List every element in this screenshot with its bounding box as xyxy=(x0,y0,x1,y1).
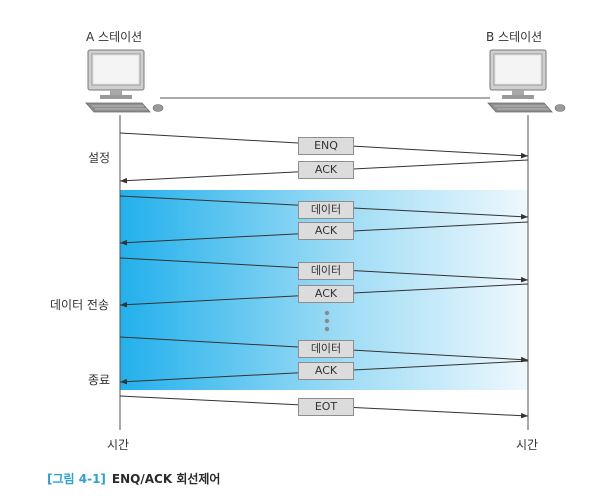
time-label-b: 시간 xyxy=(516,438,539,452)
desktop-computer-icon xyxy=(85,49,164,113)
station-a-label: A 스테이션 xyxy=(86,30,143,44)
station-b-label: B 스테이션 xyxy=(486,30,543,44)
phase-transfer-label: 데이터 전송 xyxy=(50,298,110,312)
message-box-data: 데이터 xyxy=(298,262,354,280)
ellipsis-dot xyxy=(324,318,330,324)
message-box-ack: ACK xyxy=(298,222,354,240)
time-label-a: 시간 xyxy=(107,438,130,452)
message-box-data: 데이터 xyxy=(298,340,354,358)
phase-setup-label: 설정 xyxy=(88,151,111,165)
caption-title: ENQ/ACK 회선제어 xyxy=(111,472,221,486)
caption-figure-number: [그림 4-1] xyxy=(47,472,106,486)
figure-caption: [그림 4-1] ENQ/ACK 회선제어 xyxy=(47,470,220,487)
desktop-computer-icon xyxy=(487,49,566,113)
message-box-ack: ACK xyxy=(298,161,354,179)
message-box-enq: ENQ xyxy=(298,137,354,155)
phase-end-label: 종료 xyxy=(88,373,111,387)
message-box-ack: ACK xyxy=(298,285,354,303)
message-box-ack: ACK xyxy=(298,362,354,380)
ellipsis-dot xyxy=(324,310,330,316)
message-box-eot: EOT xyxy=(298,398,354,416)
ellipsis-dot xyxy=(324,326,330,332)
message-box-data: 데이터 xyxy=(298,201,354,219)
